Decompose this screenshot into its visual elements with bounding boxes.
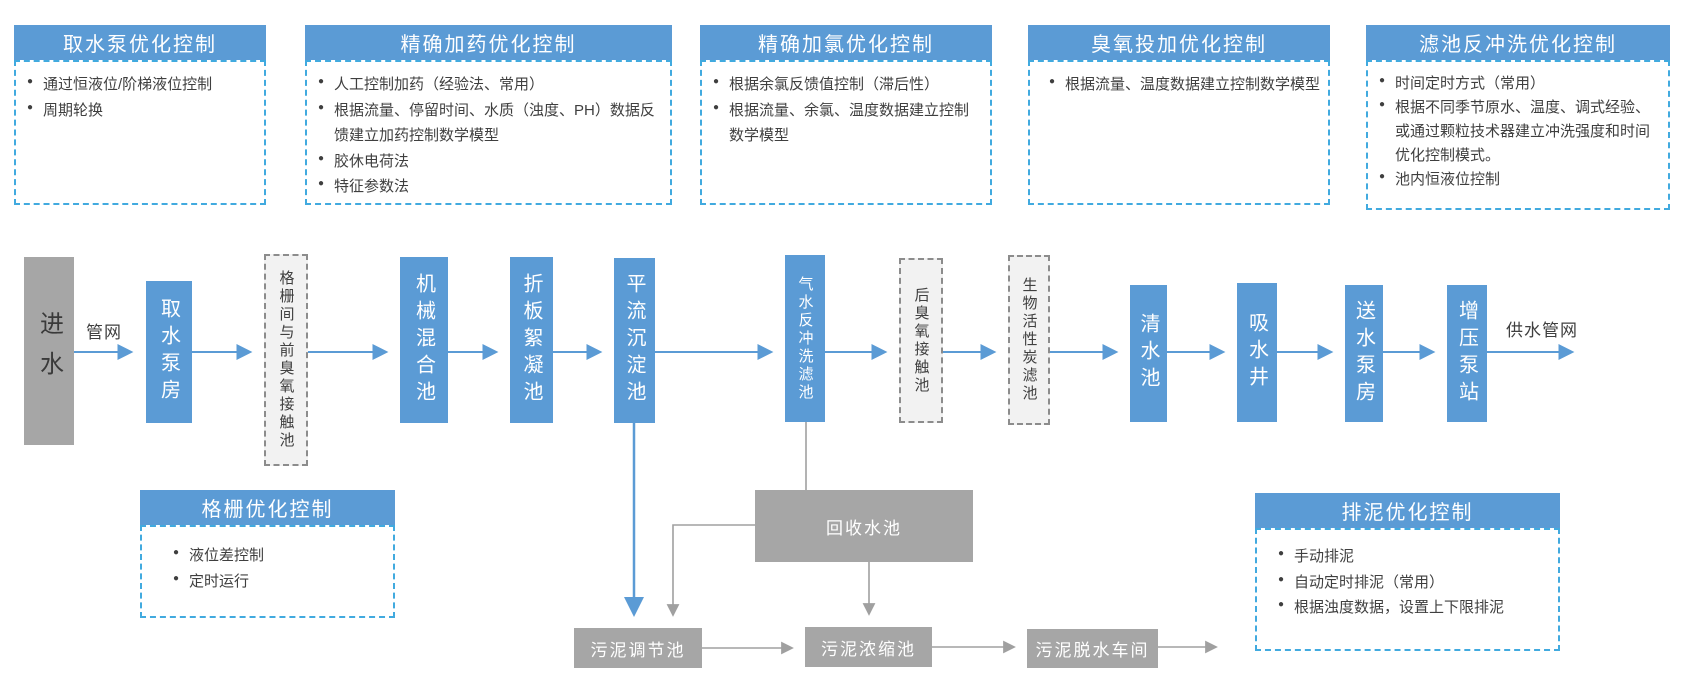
control-box-body: 人工控制加药（经验法、常用） 根据流量、停留时间、水质（浊度、PH）数据反馈建立…	[305, 60, 672, 205]
bullet-item: 人工控制加药（经验法、常用）	[317, 72, 662, 98]
label-pipe-network: 管网	[86, 323, 122, 342]
control-box-title: 取水泵优化控制	[14, 25, 266, 60]
node-screen-pre-ozone-tank: 格栅间与前臭氧接触池	[264, 254, 308, 466]
node-booster-pump-station: 增压泵站	[1447, 285, 1487, 422]
control-box-intake-pump: 取水泵优化控制 通过恒液位/阶梯液位控制 周期轮换	[14, 25, 266, 205]
bullet-item: 根据浊度数据，设置上下限排泥	[1277, 595, 1550, 621]
bullet-item: 池内恒液位控制	[1378, 168, 1660, 192]
node-mechanical-mixing-tank: 机械混合池	[400, 257, 448, 423]
bullet-item: 时间定时方式（常用）	[1378, 72, 1660, 96]
control-box-precise-chlorination: 精确加氯优化控制 根据余氯反馈值控制（滞后性） 根据流量、余氯、温度数据建立控制…	[700, 25, 992, 205]
bullet-item: 特征参数法	[317, 174, 662, 200]
bullet-item: 通过恒液位/阶梯液位控制	[26, 72, 256, 98]
control-box-title: 滤池反冲洗优化控制	[1366, 25, 1670, 60]
control-box-sludge-discharge: 排泥优化控制 手动排泥 自动定时排泥（常用） 根据浊度数据，设置上下限排泥	[1255, 493, 1560, 651]
bullet-item: 自动定时排泥（常用）	[1277, 570, 1550, 596]
bullet-item: 根据流量、余氯、温度数据建立控制数学模型	[712, 98, 982, 149]
control-box-body: 手动排泥 自动定时排泥（常用） 根据浊度数据，设置上下限排泥	[1255, 528, 1560, 651]
control-box-bar-screen: 格栅优化控制 液位差控制 定时运行	[140, 490, 395, 618]
node-recycle-water-pool: 回收水池	[755, 490, 973, 562]
node-horizontal-sedimentation-tank: 平流沉淀池	[614, 258, 655, 423]
control-box-precise-dosing: 精确加药优化控制 人工控制加药（经验法、常用） 根据流量、停留时间、水质（浊度、…	[305, 25, 672, 205]
bullet-item: 根据余氯反馈值控制（滞后性）	[712, 72, 982, 98]
control-box-title: 排泥优化控制	[1255, 493, 1560, 528]
bullet-item: 液位差控制	[172, 543, 385, 569]
arrow-recycle-pool-to-sludge-tank	[666, 524, 755, 617]
control-box-filter-backwash: 滤池反冲洗优化控制 时间定时方式（常用） 根据不同季节原水、温度、调式经验、或通…	[1366, 25, 1670, 210]
control-box-body: 根据余氯反馈值控制（滞后性） 根据流量、余氯、温度数据建立控制数学模型	[700, 60, 992, 205]
bullet-item: 周期轮换	[26, 98, 256, 124]
node-raw-water-inlet: 进水	[24, 257, 74, 445]
node-biological-activated-carbon-filter: 生物活性炭滤池	[1008, 255, 1050, 425]
control-box-body: 根据流量、温度数据建立控制数学模型	[1028, 60, 1330, 205]
node-clear-water-tank: 清水池	[1130, 285, 1167, 422]
bullet-item: 胶休电荷法	[317, 149, 662, 175]
control-box-ozone-dosing: 臭氧投加优化控制 根据流量、温度数据建立控制数学模型	[1028, 25, 1330, 205]
node-suction-well: 吸水井	[1237, 283, 1277, 422]
control-box-title: 精确加氯优化控制	[700, 25, 992, 60]
bullet-item: 定时运行	[172, 569, 385, 595]
bullet-item: 根据流量、停留时间、水质（浊度、PH）数据反馈建立加药控制数学模型	[317, 98, 662, 149]
control-box-body: 通过恒液位/阶梯液位控制 周期轮换	[14, 60, 266, 205]
label-supply-network: 供水管网	[1506, 321, 1578, 340]
control-box-body: 液位差控制 定时运行	[140, 525, 395, 618]
bullet-item: 根据不同季节原水、温度、调式经验、或通过颗粒技术器建立冲洗强度和时间优化控制模式…	[1378, 96, 1660, 168]
node-baffled-flocculation-tank: 折板絮凝池	[510, 257, 553, 423]
node-post-ozone-contact-tank: 后臭氧接触池	[899, 258, 943, 423]
node-intake-pump-house: 取水泵房	[146, 281, 192, 423]
control-box-body: 时间定时方式（常用） 根据不同季节原水、温度、调式经验、或通过颗粒技术器建立冲洗…	[1366, 60, 1670, 210]
node-air-water-backwash-filter: 气水反冲洗滤池	[785, 255, 825, 422]
bullet-item: 手动排泥	[1277, 544, 1550, 570]
bullet-item: 根据流量、温度数据建立控制数学模型	[1048, 72, 1320, 98]
node-sludge-thickening-tank: 污泥浓缩池	[805, 627, 932, 667]
node-sludge-regulating-tank: 污泥调节池	[574, 628, 702, 668]
control-box-title: 臭氧投加优化控制	[1028, 25, 1330, 60]
control-box-title: 格栅优化控制	[140, 490, 395, 525]
node-sludge-dewatering-workshop: 污泥脱水车间	[1027, 629, 1158, 668]
node-delivery-pump-house: 送水泵房	[1345, 285, 1383, 422]
control-box-title: 精确加药优化控制	[305, 25, 672, 60]
